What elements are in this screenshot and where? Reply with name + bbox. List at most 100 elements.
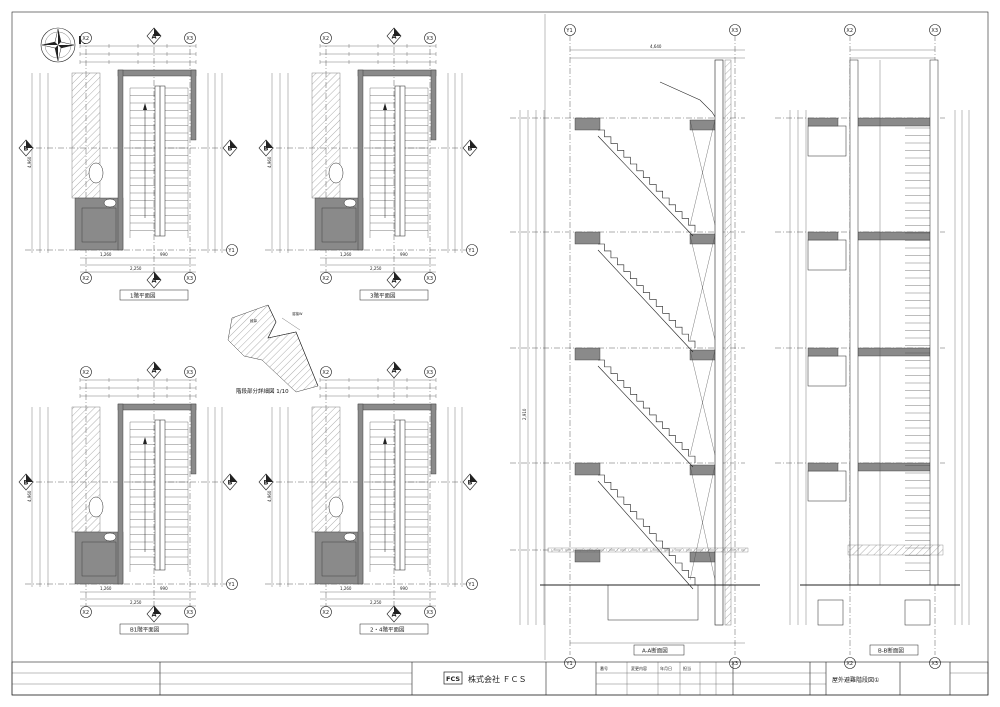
wall-left	[117, 69, 124, 251]
dim-label-section-top: 4,640	[650, 44, 662, 49]
plan-caption-box	[359, 623, 429, 635]
plan-caption-box	[119, 623, 189, 635]
section-marker-a-top: A	[386, 27, 402, 45]
landing-slab	[574, 347, 601, 361]
grid-bubble-x2-bottom: X2	[320, 606, 332, 618]
section-marker-a-top-label: A	[152, 32, 157, 40]
grid-bubble-x3-top-label: X3	[931, 28, 938, 34]
tag-oval	[103, 532, 117, 542]
section-marker-b-left: B	[258, 139, 274, 157]
grid-bubble-y1-top: Y1	[564, 24, 576, 36]
stair-flight	[598, 243, 696, 348]
landing-slab	[849, 231, 936, 241]
dim-label-floor-height: 2,910	[522, 408, 527, 420]
grid-bubble-x3-bottom-label: X3	[186, 276, 193, 282]
grid-bubble-x3-bottom: X3	[184, 272, 196, 284]
section-marker-a-bottom: A	[146, 271, 162, 289]
section-marker-a-bottom: A	[386, 271, 402, 289]
dim-label-bottom-b: 990	[400, 586, 408, 591]
landing-slab-left	[807, 462, 839, 472]
landing-inner	[81, 541, 117, 577]
direction-arrowhead	[143, 437, 147, 444]
grid-bubble-x2-top: X2	[320, 32, 332, 44]
grid-bubble-y1-bottom-label: Y1	[565, 661, 572, 667]
grid-bubble-y1-top-label: Y1	[565, 28, 572, 34]
wall-top	[357, 403, 437, 411]
grid-bubble-x2-top-label: X2	[82, 36, 89, 42]
grid-bubble-x2-top: X2	[80, 32, 92, 44]
grid-bubble-x2-top: X2	[80, 366, 92, 378]
grid-bubble-x2-top: X2	[320, 366, 332, 378]
dim-label-total: 2,250	[370, 600, 382, 605]
title-block	[11, 661, 989, 696]
dim-label-bottom-b: 990	[400, 252, 408, 257]
stair-detail-drawing: 溶接W 段鼻	[227, 304, 319, 393]
grid-bubble-y1-label: Y1	[467, 248, 474, 254]
section-marker-b-left: B	[258, 473, 274, 491]
north-arrow-icon	[40, 27, 76, 63]
grid-bubble-x2-bottom-label: X2	[82, 610, 89, 616]
section-marker-b-right: B	[462, 139, 478, 157]
grid-bubble-x3-bottom-label: X3	[186, 610, 193, 616]
section-marker-a-top: A	[146, 361, 162, 379]
grid-bubble-x2-top-label: X2	[322, 36, 329, 42]
column-right	[929, 59, 939, 586]
grid-bubble-x3-top: X3	[424, 366, 436, 378]
grid-bubble-x2-bottom: X2	[80, 606, 92, 618]
tag-oval	[343, 198, 357, 208]
grid-bubble-x2-bottom-label: X2	[322, 276, 329, 282]
section-marker-b-right: B	[222, 139, 238, 157]
grid-bubble-x3-top: X3	[184, 32, 196, 44]
grid-bubble-x3-bottom-label: X3	[426, 276, 433, 282]
wall-right	[430, 69, 437, 141]
grid-bubble-x3-top-label: X3	[426, 370, 433, 376]
grid-bubble-y1: Y1	[466, 244, 478, 256]
grid-bubble-x3-top: X3	[729, 24, 741, 36]
grid-bubble-x2-bottom: X2	[844, 657, 856, 669]
grid-bubble-x3-bottom: X3	[424, 272, 436, 284]
landing-slab-left	[807, 231, 839, 241]
dim-label-left: 4,960	[27, 156, 32, 168]
dim-label-left: 4,960	[27, 490, 32, 502]
dim-label-left: 4,960	[267, 156, 272, 168]
tag-oval	[343, 532, 357, 542]
ground-slab	[547, 547, 749, 553]
dim-label-bottom-b: 990	[160, 252, 168, 257]
foundation-right	[904, 599, 931, 626]
grid-bubble-x3-bottom-label: X3	[731, 661, 738, 667]
section-marker-b-left-label: B	[24, 478, 29, 486]
section-marker-a-bottom-label: A	[152, 610, 157, 618]
grid-bubble-x2-bottom-label: X2	[322, 610, 329, 616]
stair-soffit	[597, 480, 694, 590]
landing-block	[314, 531, 364, 585]
plan-caption: B1階平面図	[130, 626, 160, 634]
grid-bubble-x2-bottom: X2	[80, 272, 92, 284]
landing-slab-right	[689, 349, 717, 361]
tb-col-1: 番号	[600, 665, 608, 671]
landing-slab-right	[689, 551, 717, 563]
grid-bubble-x2-top-label: X2	[322, 370, 329, 376]
dim-label-total: 2,250	[130, 266, 142, 271]
grid-bubble-y1-label: Y1	[467, 582, 474, 588]
brace	[689, 119, 716, 226]
company-logo-text: FCS	[446, 675, 460, 683]
grid-bubble-x2-bottom: X2	[320, 272, 332, 284]
grid-bubble-x3-top: X3	[184, 366, 196, 378]
grid-bubble-x3-top-label: X3	[426, 36, 433, 42]
landing-inner	[81, 207, 117, 243]
wall-right	[430, 403, 437, 475]
wall-right	[190, 403, 197, 475]
stair-flight	[598, 359, 696, 463]
section-marker-a-bottom: A	[146, 605, 162, 623]
landing-slab-right	[689, 464, 717, 476]
landing-block	[74, 531, 124, 585]
company-name: 株式会社 ＦＣＳ	[468, 674, 527, 684]
tb-col-2: 変更内容	[631, 665, 647, 671]
stair-flight	[598, 129, 696, 232]
